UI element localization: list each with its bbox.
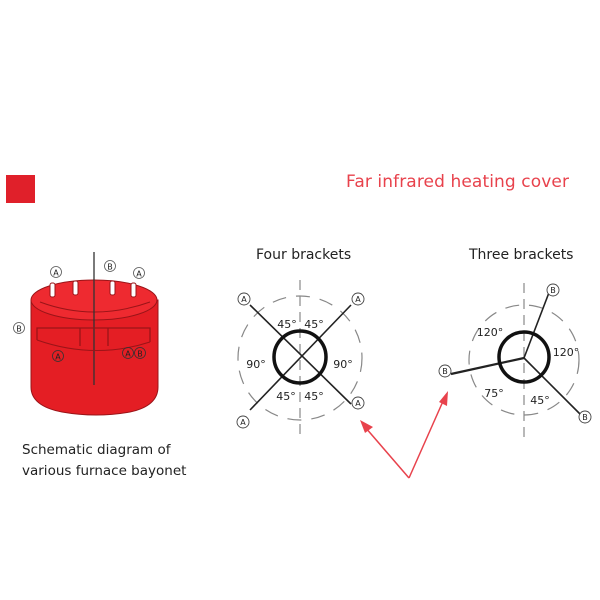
four-angle-top-right: 45°	[304, 318, 324, 331]
four-angle-top-left: 45°	[277, 318, 297, 331]
furnace-label-ab-a	[122, 347, 134, 359]
three-angle-lower-right: 45°	[530, 394, 550, 407]
section-marker-square	[6, 175, 35, 203]
four-brackets-title: Four brackets	[256, 247, 352, 263]
four-angle-right: 90°	[333, 358, 353, 371]
three-angle-upper-left: 120°	[477, 326, 504, 339]
page-title: Far infrared heating cover	[346, 172, 570, 192]
four-angle-bottom-left: 45°	[276, 390, 296, 403]
four-brackets-diagram: 45° 45° 45° 45° 90° 90° A A A A	[236, 280, 365, 438]
furnace-label-b-top	[104, 260, 116, 272]
three-bracket-label-left: B	[442, 367, 448, 376]
furnace-label-ab-b	[134, 347, 146, 359]
furnace-label-a-top	[50, 266, 62, 278]
four-bracket-label-tl: A	[241, 295, 247, 304]
arrow-head-left	[360, 420, 373, 433]
four-bracket-label-tr: A	[355, 295, 361, 304]
four-bracket-label-bl: A	[240, 418, 246, 427]
furnace-label-a-top-text: A	[53, 269, 59, 278]
caption-line-1: Schematic diagram of	[22, 442, 171, 458]
four-angle-left: 90°	[246, 358, 266, 371]
furnace-caption: Schematic diagram of various furnace bay…	[22, 440, 186, 482]
furnace-label-a-inner-text: A	[55, 353, 61, 362]
caption-line-2: various furnace bayonet	[22, 463, 187, 479]
furnace-label-a-top-right	[133, 267, 145, 279]
furnace-label-ab-a-text: A	[125, 350, 131, 359]
furnace-illustration: A B A B A A B	[13, 252, 159, 416]
furnace-label-a-top-right-text: A	[136, 270, 142, 279]
three-brackets-diagram: 120° 120° 75° 45° B B B	[438, 283, 592, 440]
three-bracket-label-right: B	[582, 413, 588, 422]
three-brackets-title: Three brackets	[469, 247, 574, 263]
four-angle-bottom-right: 45°	[304, 390, 324, 403]
furnace-label-b-top-text: B	[107, 263, 113, 272]
three-angle-right: 120°	[553, 346, 580, 359]
furnace-label-ab-b-text: B	[137, 350, 143, 359]
four-bracket-label-br: A	[355, 399, 361, 408]
furnace-label-b-side-text: B	[16, 325, 22, 334]
arrow-head-right	[439, 391, 448, 406]
three-angle-lower-left: 75°	[484, 387, 504, 400]
three-bracket-label-top: B	[550, 286, 556, 295]
furnace-label-b-side	[13, 322, 25, 334]
red-arrows	[360, 391, 448, 479]
furnace-label-a-inner	[52, 350, 64, 362]
